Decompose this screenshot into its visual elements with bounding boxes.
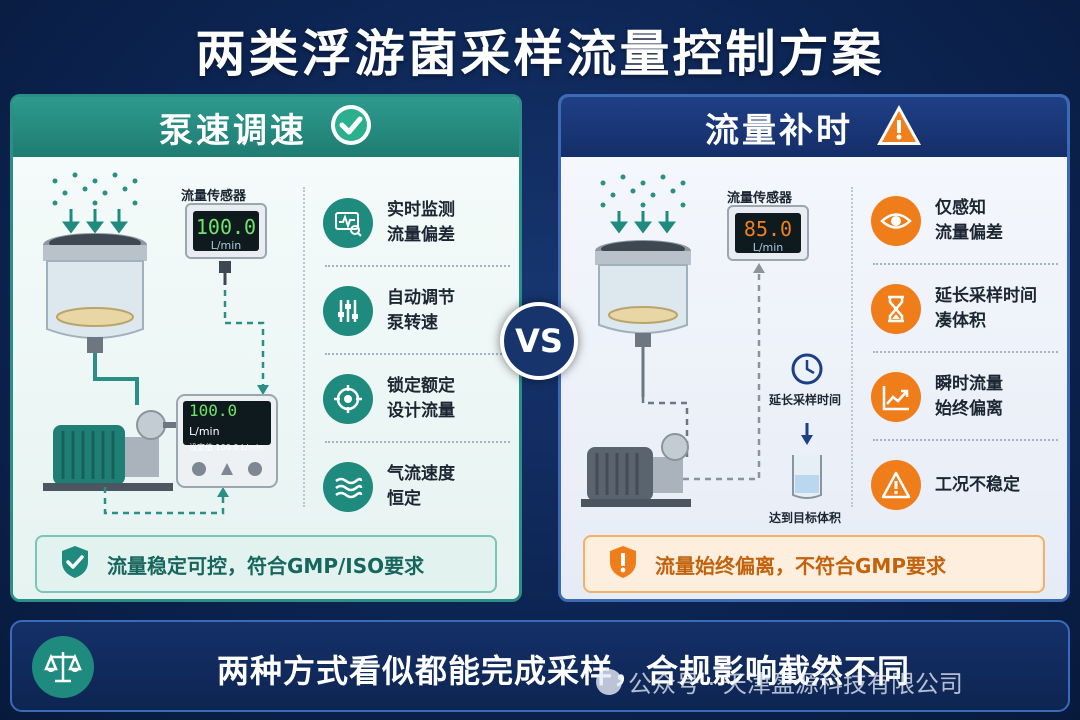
feature-item: 气流速度 恒定 [323, 445, 513, 529]
controller-value: 100.0 [189, 401, 238, 420]
feature-item: 仅感知 流量偏差 [871, 179, 1061, 263]
wechat-icon [596, 668, 622, 695]
feature-divider [873, 263, 1058, 265]
feature-text: 气流速度 恒定 [387, 464, 455, 509]
warning-icon [871, 460, 921, 510]
feature-text: 自动调节 泵转速 [387, 288, 455, 333]
time-compensation-title: 流量补时 [705, 110, 853, 151]
compliance-banner: 流量稳定可控，符合GMP/ISO要求 [35, 535, 497, 593]
pump-speed-header: 泵速调速 [13, 97, 519, 157]
shield-alert-icon [607, 544, 639, 584]
noncompliance-banner-text: 流量始终偏离，不符合GMP要求 [655, 553, 946, 578]
panel-divider [851, 187, 853, 507]
controller-display: 100.0 L/min 设定值 100.0 L/min [183, 401, 271, 452]
pump-speed-panel: 泵速调速 [10, 94, 522, 602]
flow-sensor-label: 流量传感器 [181, 189, 247, 204]
pump-speed-illustration [43, 172, 278, 515]
flow-sensor-value: 100.0 [195, 215, 257, 239]
flow-sensor-display: 85.0 L/min [727, 205, 809, 261]
feature-divider [873, 351, 1058, 353]
monitor-chart-icon [323, 198, 373, 248]
flow-sensor-screen: 100.0 L/min [193, 211, 259, 252]
feature-divider [325, 441, 510, 443]
feature-item: 延长采样时间 凑体积 [871, 267, 1061, 351]
shield-check-icon [59, 544, 91, 584]
crosshair-icon [323, 374, 373, 424]
air-particles [52, 172, 138, 206]
controller-unit: L/min [189, 425, 220, 438]
feature-text: 工况不稳定 [935, 474, 1020, 495]
watermark: 公众号 · 天津盈源科技有限公司 [596, 664, 963, 699]
feature-item: 锁定额定 设计流量 [323, 357, 513, 441]
airflow-waves-icon [323, 462, 373, 512]
hourglass-icon [871, 284, 921, 334]
conclusion-footer: 两种方式看似都能完成采样，合规影响截然不同 [10, 620, 1070, 712]
time-compensation-body: 流量传感器 85.0 L/min 延长采样时间 达到目标体积 仅感知 流量偏差 … [561, 157, 1067, 599]
feature-divider [873, 439, 1058, 441]
panel-divider [303, 187, 305, 507]
feature-item: 工况不稳定 [871, 443, 1061, 527]
pump-speed-title: 泵速调速 [159, 110, 307, 151]
noncompliance-banner: 流量始终偏离，不符合GMP要求 [583, 535, 1045, 593]
feature-text: 瞬时流量 始终偏离 [935, 374, 1003, 419]
feature-text: 实时监测 流量偏差 [387, 200, 455, 245]
target-volume-note: 达到目标体积 [769, 511, 842, 525]
sliders-icon [323, 286, 373, 336]
eye-icon [871, 196, 921, 246]
feature-text: 锁定额定 设计流量 [387, 376, 455, 421]
time-compensation-header: 流量补时 [561, 97, 1067, 157]
scales-icon [32, 636, 94, 698]
time-compensation-illustration [581, 174, 823, 507]
flow-sensor-display: 100.0 L/min [185, 203, 267, 259]
feature-item: 实时监测 流量偏差 [323, 181, 513, 265]
vs-text: VS [515, 322, 563, 360]
feature-item: 自动调节 泵转速 [323, 269, 513, 353]
feature-divider [325, 353, 510, 355]
warning-triangle-icon [875, 103, 923, 151]
flow-sensor-unit: L/min [210, 239, 242, 252]
flow-sensor-value: 85.0 [743, 217, 793, 241]
time-compensation-panel: 流量补时 [558, 94, 1070, 602]
controller-setpoint-label: 设定值 [189, 443, 213, 452]
compliance-banner-text: 流量稳定可控，符合GMP/ISO要求 [107, 553, 425, 578]
pump-speed-body: 流量传感器 100.0 L/min 100.0 L/min 设定值 100.0 … [13, 157, 519, 599]
feature-item: 瞬时流量 始终偏离 [871, 355, 1061, 439]
flow-sensor-unit: L/min [752, 241, 784, 254]
conclusion-text: 两种方式看似都能完成采样，合规影响截然不同 [217, 652, 911, 690]
feature-divider [325, 265, 510, 267]
watermark-text: 公众号 · 天津盈源科技有限公司 [628, 670, 963, 698]
page-title: 两类浮游菌采样流量控制方案 [195, 25, 885, 83]
flow-sensor-screen: 85.0 L/min [735, 213, 801, 254]
vs-badge: VS [500, 302, 578, 380]
trend-up-icon [871, 372, 921, 422]
extend-time-note: 延长采样时间 [769, 393, 842, 407]
controller-screen: 100.0 L/min 设定值 100.0 L/min [183, 401, 271, 452]
feature-text: 延长采样时间 凑体积 [935, 286, 1037, 331]
feature-text: 仅感知 流量偏差 [935, 198, 1003, 243]
check-circle-icon [329, 103, 373, 151]
controller-setpoint-value: 100.0 L/min [215, 443, 264, 452]
flow-sensor-label: 流量传感器 [727, 191, 793, 206]
